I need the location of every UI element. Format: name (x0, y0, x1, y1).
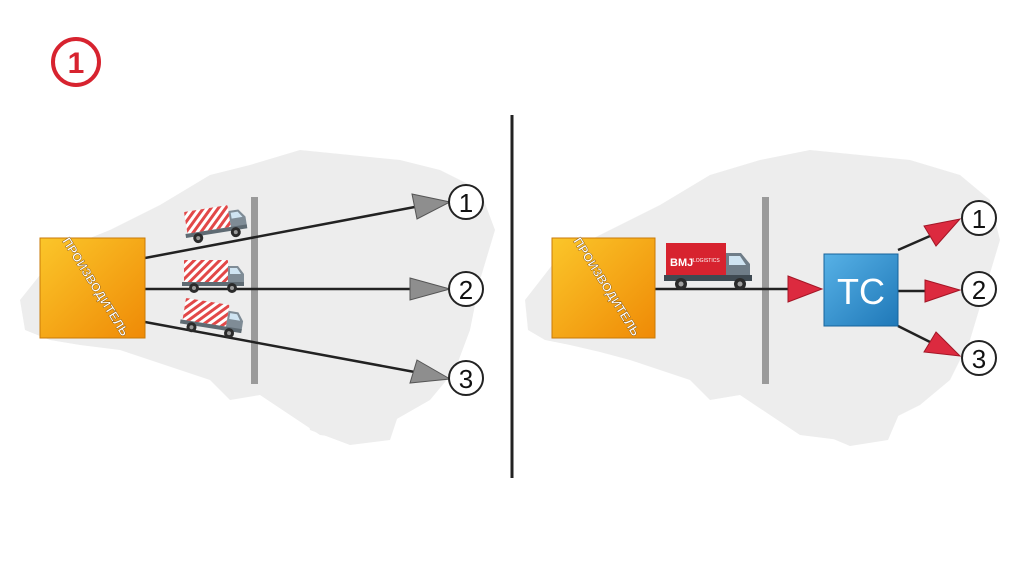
destination-2: 2 (448, 271, 484, 307)
svg-text:3: 3 (972, 344, 986, 374)
arrow-head-icon (923, 331, 962, 357)
step-badge: 1 (51, 37, 101, 87)
arrow-head-icon (411, 193, 452, 220)
destination-1: 1 (448, 184, 484, 220)
arrow-head-icon (924, 279, 962, 303)
barrier-line (762, 197, 769, 384)
barrier-line (251, 197, 258, 384)
arrow-head-icon (923, 218, 962, 247)
route-line-1 (144, 204, 421, 260)
svg-text:3: 3 (459, 364, 473, 394)
destination-3: 3 (448, 360, 484, 396)
arrow-head-icon (787, 275, 824, 303)
route-line-1 (897, 234, 931, 252)
destination-1: 1 (961, 200, 997, 236)
destination-2: 2 (961, 271, 997, 307)
route-line-3 (897, 324, 931, 344)
producer-box: ПРОИЗВОДИТЕЛЬ (39, 235, 146, 339)
hub-label: ТС (837, 271, 885, 312)
destination-3: 3 (961, 340, 997, 376)
truck-icon: BMJ LOGISTICS (664, 243, 752, 290)
hub-box: ТС (823, 253, 899, 327)
svg-text:2: 2 (972, 275, 986, 305)
truck-logo-brand: BMJ (670, 257, 693, 269)
arrow-head-icon (409, 359, 452, 384)
producer-box: ПРОИЗВОДИТЕЛЬ (551, 235, 656, 339)
truck-logo-subtitle: LOGISTICS (693, 258, 720, 264)
step-number: 1 (68, 47, 85, 80)
right-scheme: 1 2 3 BMJ LOGISTICS ПРОИЗВОДИТЕЛЬ (551, 197, 997, 384)
left-scheme: 1 2 3 ПРОИЗВОДИТЕЛЬ (39, 184, 484, 396)
svg-text:1: 1 (972, 204, 986, 234)
arrow-head-icon (409, 277, 452, 301)
svg-text:2: 2 (459, 275, 473, 305)
svg-text:1: 1 (459, 188, 473, 218)
